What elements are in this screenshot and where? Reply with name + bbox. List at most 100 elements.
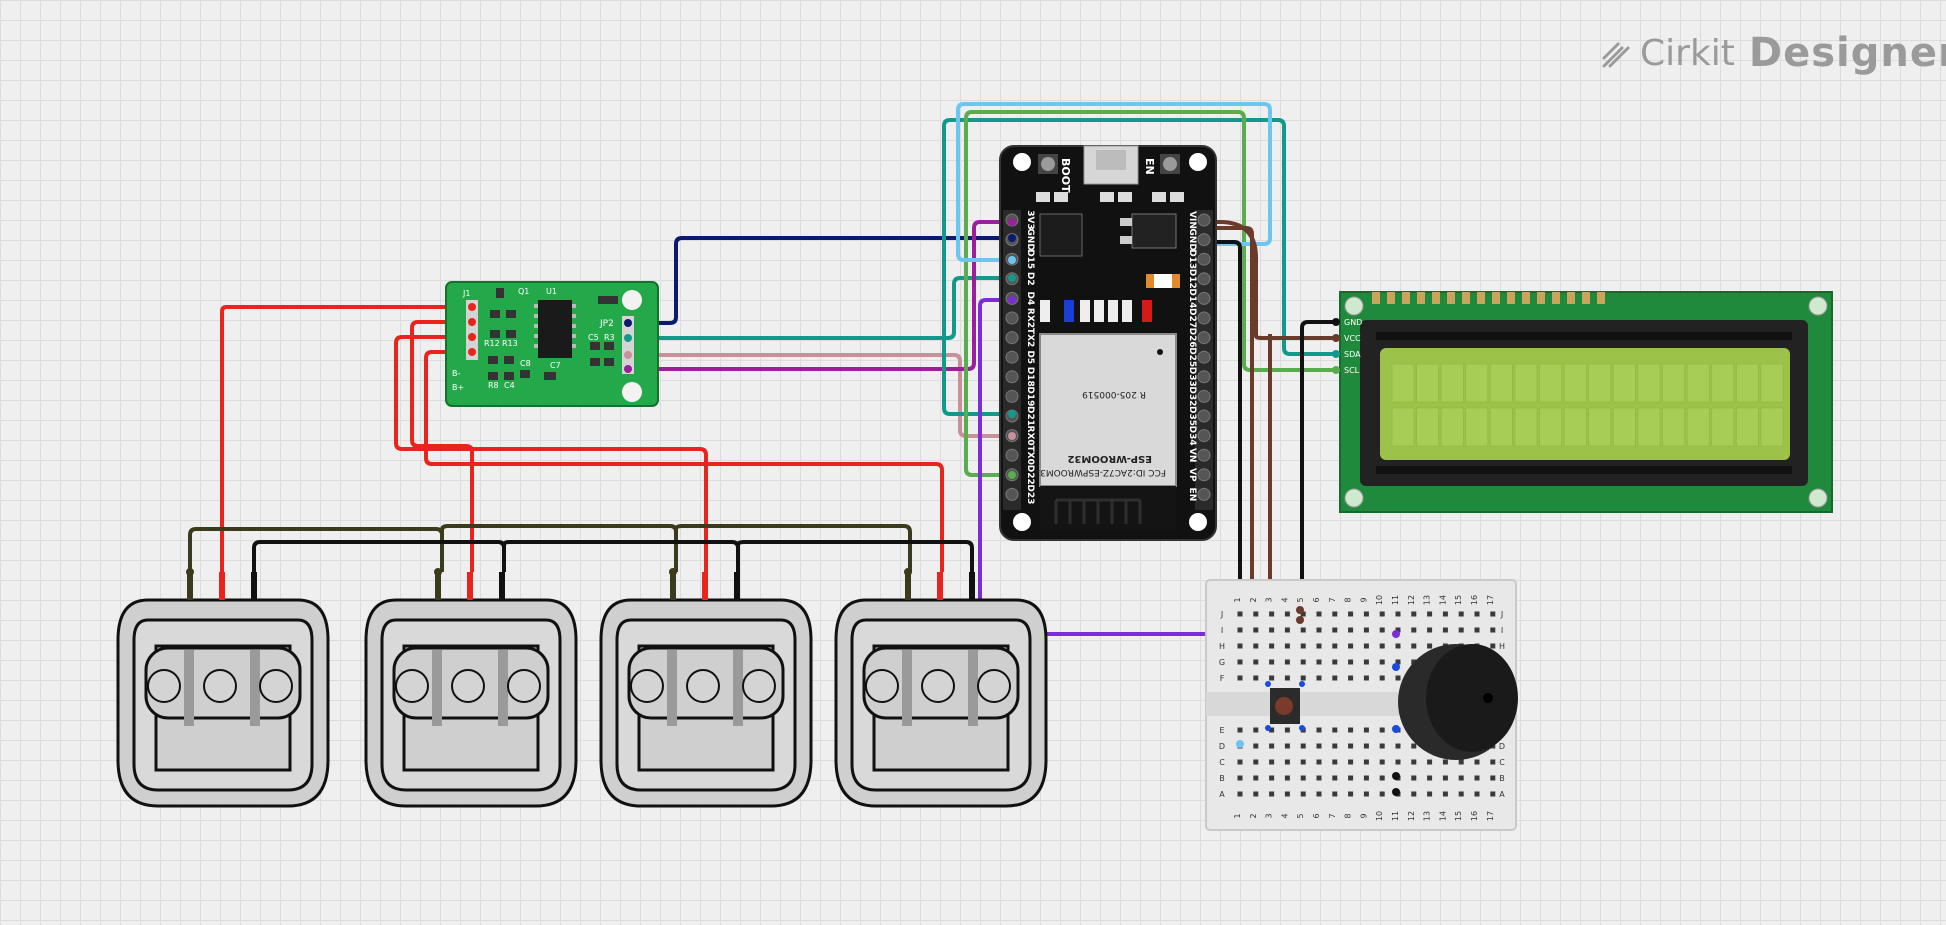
boot-label: BOOT [1059,158,1072,193]
wire-black-lc2-lc3[interactable] [502,540,740,572]
cirkit-logo-icon [1602,42,1630,68]
wire-red-lc4[interactable] [424,350,944,572]
breadboard-col-label: 11 [1391,595,1400,605]
breadboard-col-label: 13 [1423,595,1432,605]
en-button[interactable] [1163,157,1177,171]
breadboard-col-label: 6 [1312,597,1321,602]
breadboard-row-label: I [1221,626,1223,635]
breadboard-col-label: 3 [1265,813,1274,818]
esp32-right-pin-label: D35 [1187,406,1197,426]
hx711-chip [538,300,572,358]
esp32-left-pin-label: 3V3 [1025,210,1035,230]
breadboard-col-label: 12 [1407,595,1416,605]
breadboard-col-label: 17 [1486,811,1495,821]
breadboard-col-label: 8 [1344,597,1353,602]
wroom-cert-text: R 205-000519 [1082,389,1146,399]
esp32-left-pin-label: TX2 [1025,328,1035,347]
hx711-mount-hole [622,382,642,402]
breadboard-row-label: H [1499,642,1505,651]
breadboard-col-label: 15 [1454,595,1463,605]
esp32-right-pin-label: D34 [1187,426,1197,446]
breadboard-col-label: 3 [1265,597,1274,602]
brand-name-part2: Designer [1748,30,1946,76]
wire-red-lc1[interactable] [220,305,472,572]
breadboard-col-label: 16 [1470,811,1479,821]
breadboard-col-label: 7 [1328,813,1337,818]
wire-black-lc3-lc4[interactable] [736,540,974,572]
lcd-pin-label: SDA [1344,350,1361,359]
breadboard-row-label: G [1219,658,1225,667]
breadboard-row-label: B [1499,774,1505,783]
breadboard-col-label: 2 [1249,597,1258,602]
hx711-right-pins [622,316,634,374]
wire-olive-lc3-lc4[interactable] [674,524,912,572]
hx711-label-r13: R13 [502,339,518,348]
breadboard-row-label: D [1499,742,1505,751]
push-button[interactable] [1265,681,1305,731]
breadboard-col-label: 12 [1407,811,1416,821]
esp32-right-pin-label: EN [1187,488,1197,502]
breadboard-col-label: 14 [1438,811,1447,821]
hx711-label-j1: J1 [462,289,470,298]
esp32-right-pin-label: GND [1187,228,1197,250]
hx711-label-r3: R3 [604,333,615,342]
breadboard-row-label: J [1220,610,1223,619]
esp32-left-pin-label: RX0 [1025,426,1035,446]
wire-pink-hx711-esp32[interactable] [628,353,1012,438]
esp32-right-pin-label: D14 [1187,288,1197,308]
load-cell[interactable] [834,568,1048,808]
esp32-left-pin-label: D19 [1025,386,1035,406]
wire-black-lc1-lc2[interactable] [252,540,506,572]
wire-purple-hx711-esp32[interactable] [628,220,1012,371]
load-cell[interactable] [599,568,813,808]
lcd-pin-label: SCL [1344,366,1360,375]
breadboard-col-label: 2 [1249,813,1258,818]
hx711-label-jp2: JP2 [599,319,614,329]
cirkit-designer-logo: Cirkit Designer [1600,30,1946,76]
esp32-left-pin-label: D22 [1025,465,1035,485]
breadboard-col-label: 10 [1375,811,1384,821]
esp32-left-pin-label: D15 [1025,249,1035,269]
breadboard-wire-endpoints [1236,606,1400,796]
hx711-mount-hole [622,290,642,310]
breadboard-row-label: I [1501,626,1503,635]
esp32-devkit[interactable]: BOOT EN FCC ID:2AC7Z-ESPWROOM32 ESP-WROO… [999,145,1217,541]
esp32-right-pin-label: D26 [1187,328,1197,348]
wire-brown-lcd-breadboard[interactable] [1268,334,1300,612]
hx711-module[interactable]: J1 Q1 U1 JP2 R12 R13 R8 C4 C8 C7 C5 R3 B… [445,281,659,407]
wire-navy-hx711-esp32[interactable] [628,236,1012,325]
wire-red-lc3[interactable] [394,335,708,572]
breadboard-col-label: 11 [1391,811,1400,821]
load-cell[interactable] [116,568,330,808]
hx711-label-b-minus: B- [452,369,460,378]
piezo-buzzer[interactable] [1392,644,1518,760]
wire-lightblue-esp32-lcd[interactable] [956,102,1272,262]
breadboard-row-label: F [1220,674,1225,683]
breadboard-row-label: E [1219,726,1224,735]
hx711-label-u1: U1 [546,287,557,296]
breadboard-row-label: A [1219,790,1225,799]
esp32-right-pin-label: VIN [1187,211,1197,229]
wire-olive-lc2-lc3[interactable] [440,524,678,572]
wire-olive-lc1-lc2[interactable] [188,527,444,572]
esp32-left-pin-label: TX0 [1025,446,1035,465]
wire-teal-esp32-lcd-sda[interactable] [942,118,1336,416]
wire-brown-esp32-lcd-vcc[interactable] [1204,220,1336,340]
breadboard-col-label: 17 [1486,595,1495,605]
breadboard-col-label: 7 [1328,597,1337,602]
breadboard-col-label: 10 [1375,595,1384,605]
hx711-label-c5: C5 [588,333,599,342]
wire-green-esp32-lcd-scl[interactable] [964,110,1336,477]
load-cell[interactable] [364,568,578,808]
brand-name-part1: Cirkit [1640,32,1735,74]
breadboard-row-label: C [1499,758,1505,767]
breadboard-col-label: 8 [1344,813,1353,818]
breadboard-col-label: 15 [1454,811,1463,821]
breadboard-row-label: A [1499,790,1505,799]
esp32-right-pin-label: D25 [1187,347,1197,367]
esp32-left-pin-label: D2 [1025,272,1035,286]
boot-button[interactable] [1041,157,1055,171]
wire-teal-hx711-esp32[interactable] [628,276,1012,340]
wroom-fcc-text: FCC ID:2AC7Z-ESPWROOM32 [1034,467,1166,477]
